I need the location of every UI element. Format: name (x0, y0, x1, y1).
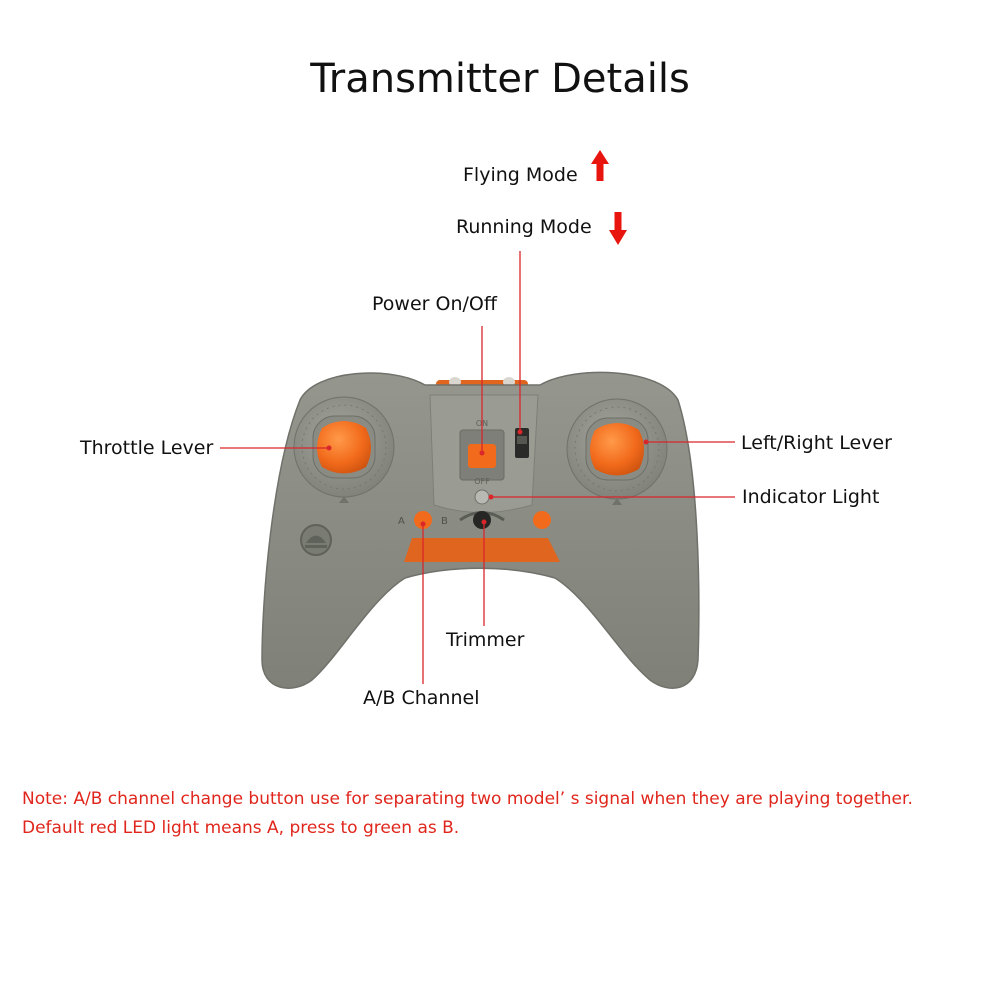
orange-stripe (404, 538, 560, 562)
mode-switch[interactable] (515, 428, 529, 458)
page-title: Transmitter Details (310, 56, 690, 102)
leader-dots (326, 429, 649, 527)
indicator-light (474, 489, 490, 505)
arrow-up-icon (591, 150, 609, 181)
arrow-down-icon (609, 212, 627, 245)
running-mode-label: Running Mode (456, 216, 592, 238)
throttle-lever-label: Throttle Lever (80, 437, 214, 459)
ab-channel-label: A/B Channel (363, 687, 480, 709)
throttle-lever[interactable] (293, 396, 395, 503)
trimmer[interactable] (459, 511, 505, 529)
small-right-button[interactable] (533, 511, 551, 529)
left-right-lever-label: Left/Right Lever (741, 432, 892, 454)
note-line-1: Note: A/B channel change button use for … (22, 789, 913, 809)
leader-lines (220, 251, 735, 684)
flying-mode-label: Flying Mode (463, 164, 578, 186)
indicator-light-label: Indicator Light (742, 486, 880, 508)
brand-logo-icon (300, 524, 332, 556)
note-line-2: Default red LED light means A, press to … (22, 818, 460, 838)
trimmer-label: Trimmer (446, 629, 525, 651)
power-label: Power On/Off (372, 293, 497, 315)
channel-a-text: A (398, 516, 405, 527)
channel-b-text: B (441, 516, 448, 527)
off-text: OFF (474, 477, 490, 486)
left-right-lever[interactable] (566, 398, 668, 505)
ab-channel-button[interactable] (414, 511, 432, 529)
